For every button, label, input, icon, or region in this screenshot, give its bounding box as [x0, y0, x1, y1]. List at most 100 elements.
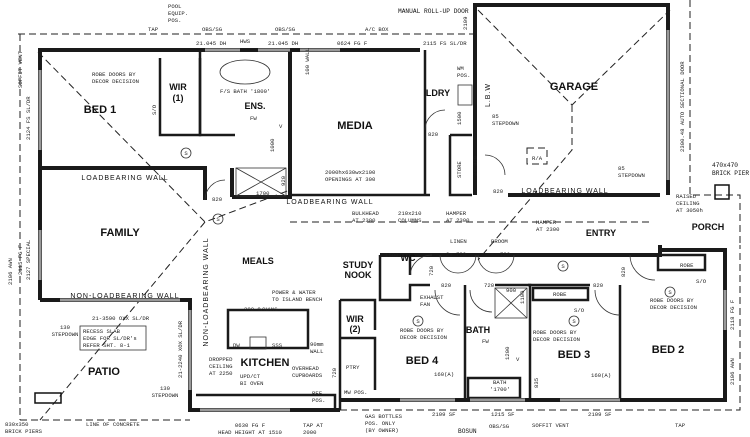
room-bed-3: BED 3: [558, 349, 590, 361]
note: S/O: [574, 307, 585, 314]
note: REFER SHT. 8-1: [83, 342, 131, 349]
note: BATH: [493, 379, 506, 386]
room-laundry: LDRY: [426, 88, 450, 98]
note: 470x470: [712, 162, 738, 169]
note: OBS/SG: [275, 26, 296, 33]
note: HEAD HEIGHT AT 1510: [218, 429, 282, 436]
note: 21.045 DH: [196, 40, 226, 47]
note: 820: [441, 282, 452, 289]
note: 0630 FG F: [235, 422, 265, 429]
note: STEPDOWN: [492, 120, 519, 127]
note: 2000hx630wx2100: [325, 169, 376, 176]
note: CUPBOARDS: [292, 372, 323, 379]
note: STEPDOWN: [152, 392, 179, 399]
brick-pier: [714, 184, 730, 200]
smoke-detector-icon: [557, 260, 569, 272]
note: 835: [533, 378, 540, 388]
note: 2115 FG F: [17, 245, 24, 275]
note: TAP: [675, 422, 686, 429]
note: 820: [428, 131, 439, 138]
note: DECOR DECISION: [650, 304, 697, 311]
note: DECOR DECISION: [92, 78, 139, 85]
note: 2109 SF: [432, 411, 456, 418]
note: FW: [482, 338, 489, 345]
note: 2109 SF: [588, 411, 612, 418]
room-wc: WC: [401, 253, 416, 263]
room-media: MEDIA: [337, 120, 373, 132]
annotations: POOL EQUIP. POS. TAP OBS/SG OBS/SG HWS 2…: [5, 3, 749, 436]
room-family: FAMILY: [100, 227, 140, 239]
loadbearing-wall-label: LOADBEARING WALL: [81, 175, 168, 182]
room-garage: GARAGE: [550, 81, 598, 93]
note: 2000: [303, 429, 317, 436]
walls: [34, 3, 730, 412]
note: 85: [492, 113, 499, 120]
note: 2300.48 AUTO SECTIONAL DOOR: [679, 61, 686, 152]
room-wir-1: WIR: [169, 82, 187, 92]
note: R/A: [532, 155, 543, 162]
lbw-label: L.B.W: [485, 83, 492, 107]
note: 1700: [256, 190, 270, 197]
note: PTRY: [346, 364, 360, 371]
room-study-nook-2: NOOK: [345, 270, 373, 280]
note: 0624 FG F: [337, 40, 367, 47]
note: 820: [620, 266, 627, 277]
note: V: [516, 356, 520, 363]
recess-note-box: [79, 325, 147, 351]
note: HWS: [240, 38, 251, 45]
note: DECOR DECISION: [400, 334, 447, 341]
bathtub: [219, 59, 271, 85]
note: 2106 AWN: [729, 358, 736, 385]
non-loadbearing-wall-label: NON-LOADBEARING WALL: [203, 237, 210, 346]
note: RECESS SLAB: [83, 328, 121, 335]
note: WALL: [310, 348, 323, 355]
room-study-nook: STUDY: [343, 260, 374, 270]
note: 820: [212, 196, 223, 203]
note: SSS: [272, 342, 283, 349]
smoke-detector-label: S: [668, 289, 672, 296]
smoke-detector-label: S: [561, 263, 565, 270]
smoke-detector-label: S: [216, 216, 220, 223]
note: POS.: [312, 397, 325, 404]
eave-lines: [18, 0, 741, 421]
note: EDGE FOR SL/DR's: [83, 335, 137, 342]
note: 900: [506, 287, 517, 294]
smoke-detector-icon: [180, 147, 192, 159]
note: 1000: [269, 138, 276, 152]
note: TAP: [148, 26, 159, 33]
note: 160(A): [591, 372, 611, 379]
note: '1700': [490, 386, 510, 393]
room-bed-1: BED 1: [84, 104, 116, 116]
brick-pier-patio: [34, 392, 62, 404]
note: 1500: [456, 111, 463, 125]
smoke-detector-icon: [212, 213, 224, 225]
note: CEILING: [676, 200, 700, 207]
smoke-detector-icon: [664, 286, 676, 298]
note: RAISED: [676, 193, 697, 200]
note: 160(A): [434, 371, 454, 378]
return-air-grille: [526, 147, 548, 165]
note: STEPDOWN: [618, 172, 645, 179]
note: DROPPED: [209, 356, 233, 363]
room-entry: ENTRY: [586, 228, 616, 238]
note: BULKHEAD: [352, 210, 379, 217]
note: STORE: [456, 161, 463, 178]
wall-labels: LOADBEARING WALL LOADBEARING WALL LOADBE…: [70, 83, 607, 347]
note: ROBE: [680, 262, 694, 269]
note-brick-pier: BRICK PIER: [712, 170, 749, 177]
note: 2x 820: [472, 155, 479, 176]
note: 1500: [385, 252, 399, 259]
room-patio: PATIO: [88, 366, 120, 378]
note: ROBE: [553, 291, 567, 298]
note: BI OVEN: [240, 380, 264, 387]
note: MW POS.: [344, 389, 368, 396]
note: DW: [233, 342, 240, 349]
note: (BY OWNER): [365, 427, 399, 434]
note: 21.045 DH: [268, 40, 298, 47]
note: OVERHEAD: [292, 365, 319, 372]
note: OPENINGS AT 300: [325, 176, 376, 183]
note: TAP AT: [303, 422, 324, 429]
note: EQUIP.: [168, 10, 188, 17]
shower-bath: [494, 287, 528, 319]
